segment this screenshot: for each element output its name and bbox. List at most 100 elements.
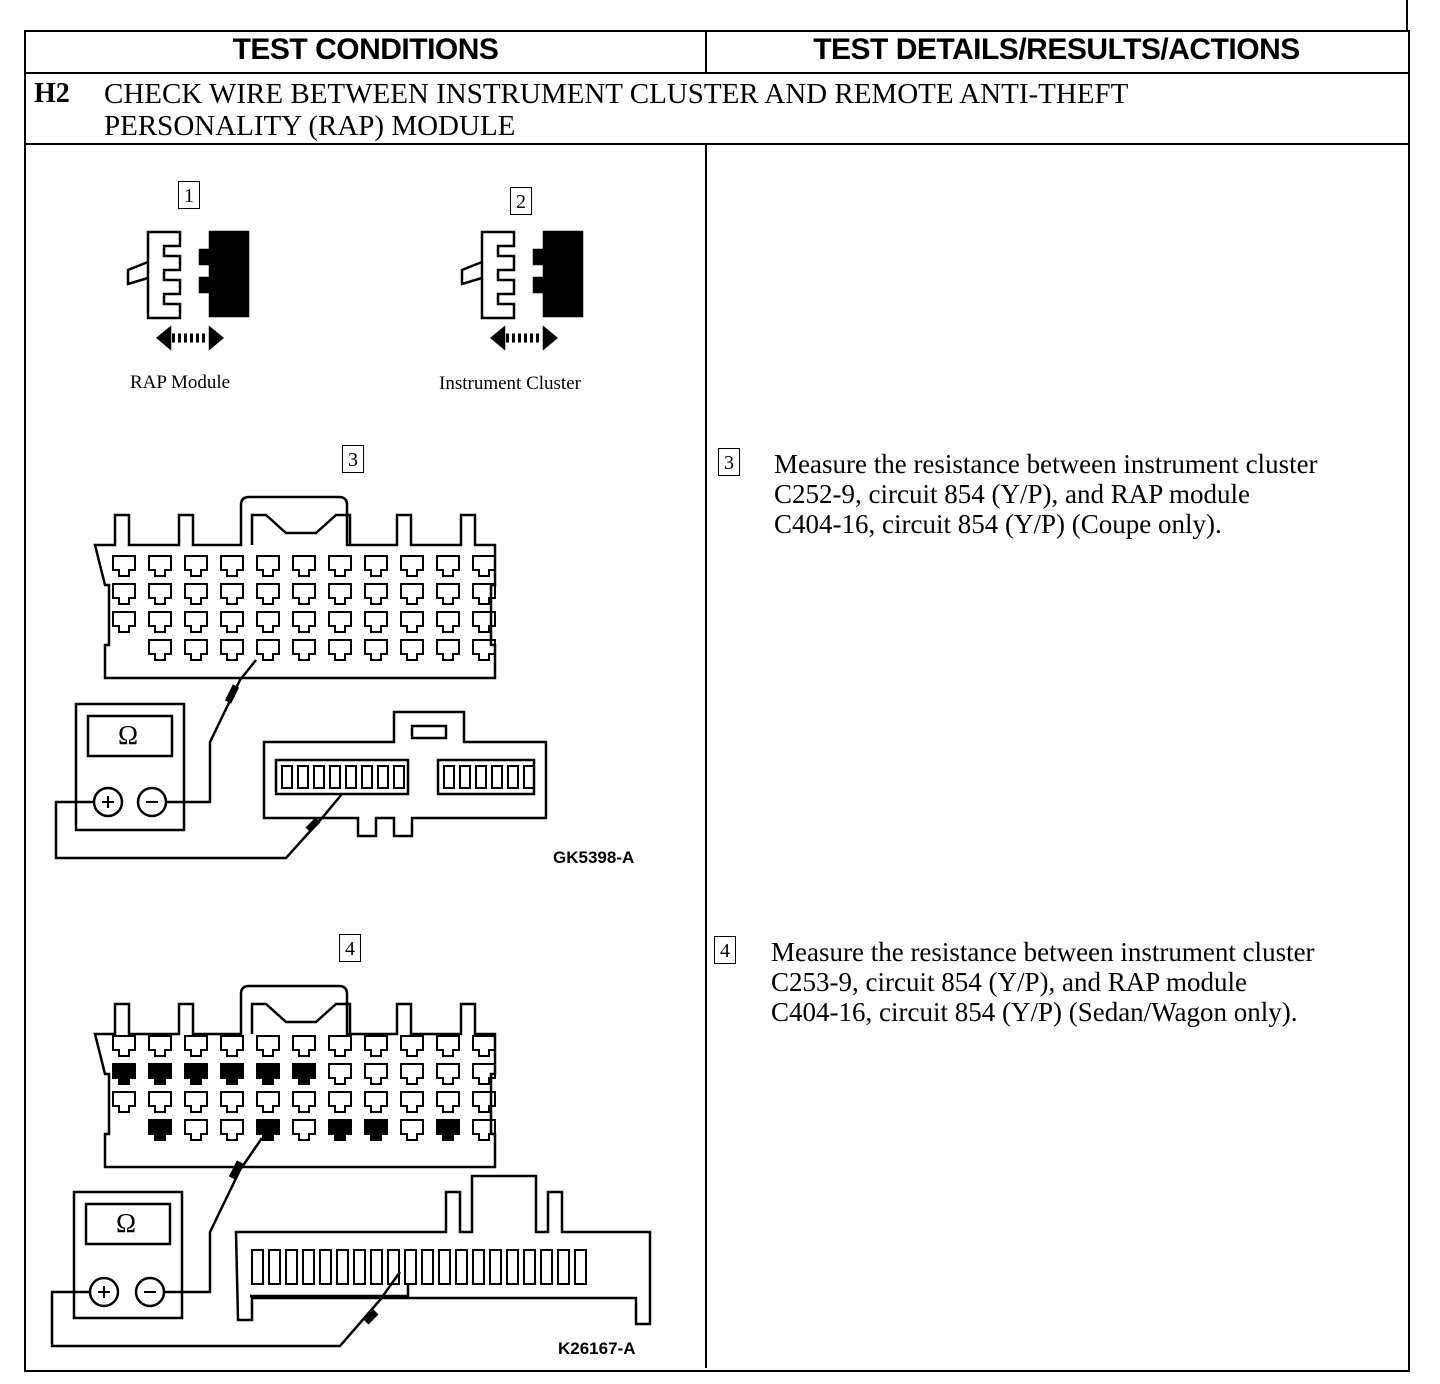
pin-cavity [256,555,280,577]
pin-cavity [472,1091,496,1113]
pin-cavity [472,639,496,661]
pin-cavity [112,1091,136,1113]
terminal-slot [557,1249,570,1285]
figure-1-number: 1 [178,181,200,209]
pin-cavity [436,1119,460,1141]
pin-cavity [148,1063,172,1085]
pin-cavity [364,1035,388,1057]
pin-cavity [220,1119,244,1141]
detail-4-line-2: C253-9, circuit 854 (Y/P), and RAP modul… [771,967,1247,997]
detail-3-line-1: Measure the resistance between instrumen… [774,449,1318,479]
terminal-slot [455,1249,468,1285]
figure-3-number: 3 [342,445,364,473]
figure-4-code: K26167-A [558,1339,636,1358]
pin-cavity [364,1063,388,1085]
disconnect-connector-icon-1 [126,230,250,351]
terminal-slot [329,765,341,789]
pin-cavity [436,583,460,605]
pin-cavity [436,611,460,633]
ohm-symbol-4: Ω [116,1208,137,1238]
pin-cavity [292,1091,316,1113]
step-row-divider [24,143,1408,145]
pin-cavity [184,1119,208,1141]
ohm-symbol-3: Ω [118,720,139,750]
terminal-slot [506,1249,519,1285]
rap-connector-c404-drawing-4 [234,1174,652,1326]
detail-4-text: Measure the resistance between instrumen… [771,937,1315,1027]
cluster-connector-c253-drawing [93,984,497,1169]
pin-cavity [184,555,208,577]
pin-cavity [400,639,424,661]
pin-cavity [220,583,244,605]
rap-connector-c404-drawing-3 [262,710,548,838]
pin-cavity [148,555,172,577]
terminal-slot [387,1249,400,1285]
terminal-slot [404,1249,417,1285]
ohmmeter-3 [54,659,343,860]
body-column-divider [705,143,707,1368]
pin-cavity [400,611,424,633]
terminal-slot [393,765,405,789]
pin-cavity [328,555,352,577]
terminal-slot [540,1249,553,1285]
pin-cavity [256,1091,280,1113]
detail-3-line-2: C252-9, circuit 854 (Y/P), and RAP modul… [774,479,1250,509]
pin-cavity [112,1063,136,1085]
pin-cavity [184,639,208,661]
pin-cavity [256,1119,280,1141]
pin-cavity [220,1035,244,1057]
table-outer-border [24,30,1410,1372]
terminal-slot [313,765,325,789]
instrument-cluster-caption: Instrument Cluster [439,373,581,394]
figure-2-number: 2 [510,187,532,215]
pin-cavity [256,639,280,661]
pin-cavity [436,1063,460,1085]
pin-cavity [256,611,280,633]
detail-4-line-3: C404-16, circuit 854 (Y/P) (Sedan/Wagon … [771,997,1298,1027]
pin-cavity [400,555,424,577]
pin-cavity [112,583,136,605]
test-conditions-header: TEST CONDITIONS [232,33,499,66]
terminal-slot [472,1249,485,1285]
pin-cavity [112,1035,136,1057]
pin-cavity [220,639,244,661]
step-title-line-2: PERSONALITY (RAP) MODULE [104,110,516,142]
pin-cavity [436,1035,460,1057]
pin-cavity [472,1119,496,1141]
terminal-slot [370,1249,383,1285]
pin-cavity [184,1063,208,1085]
pin-cavity [220,1063,244,1085]
detail-3-line-3: C404-16, circuit 854 (Y/P) (Coupe only). [774,509,1222,539]
terminal-slot [297,765,309,789]
pin-cavity [292,611,316,633]
pin-cavity [184,1091,208,1113]
pin-cavity [148,1091,172,1113]
pin-cavity [256,1063,280,1085]
pin-cavity [400,1063,424,1085]
pin-cavity [292,639,316,661]
pin-cavity [472,1035,496,1057]
terminal-slot [475,765,487,789]
terminal-slot [302,1249,315,1285]
terminal-slot [361,765,373,789]
pin-cavity [184,583,208,605]
header-column-divider [705,30,707,72]
pin-cavity [328,583,352,605]
pin-cavity [256,1035,280,1057]
pin-cavity [292,1035,316,1057]
step-id: H2 [34,78,70,109]
test-details-header: TEST DETAILS/RESULTS/ACTIONS [813,33,1300,66]
pin-cavity [184,611,208,633]
rap-module-caption: RAP Module [130,372,231,393]
pin-cavity [292,1063,316,1085]
terminal-slot [268,1249,281,1285]
pin-cavity [328,1091,352,1113]
pin-cavity [112,555,136,577]
pin-cavity [148,1119,172,1141]
pin-cavity [220,611,244,633]
figure-3-code: GK5398-A [553,848,635,867]
detail-3-number: 3 [718,448,740,476]
terminal-slot [345,765,357,789]
